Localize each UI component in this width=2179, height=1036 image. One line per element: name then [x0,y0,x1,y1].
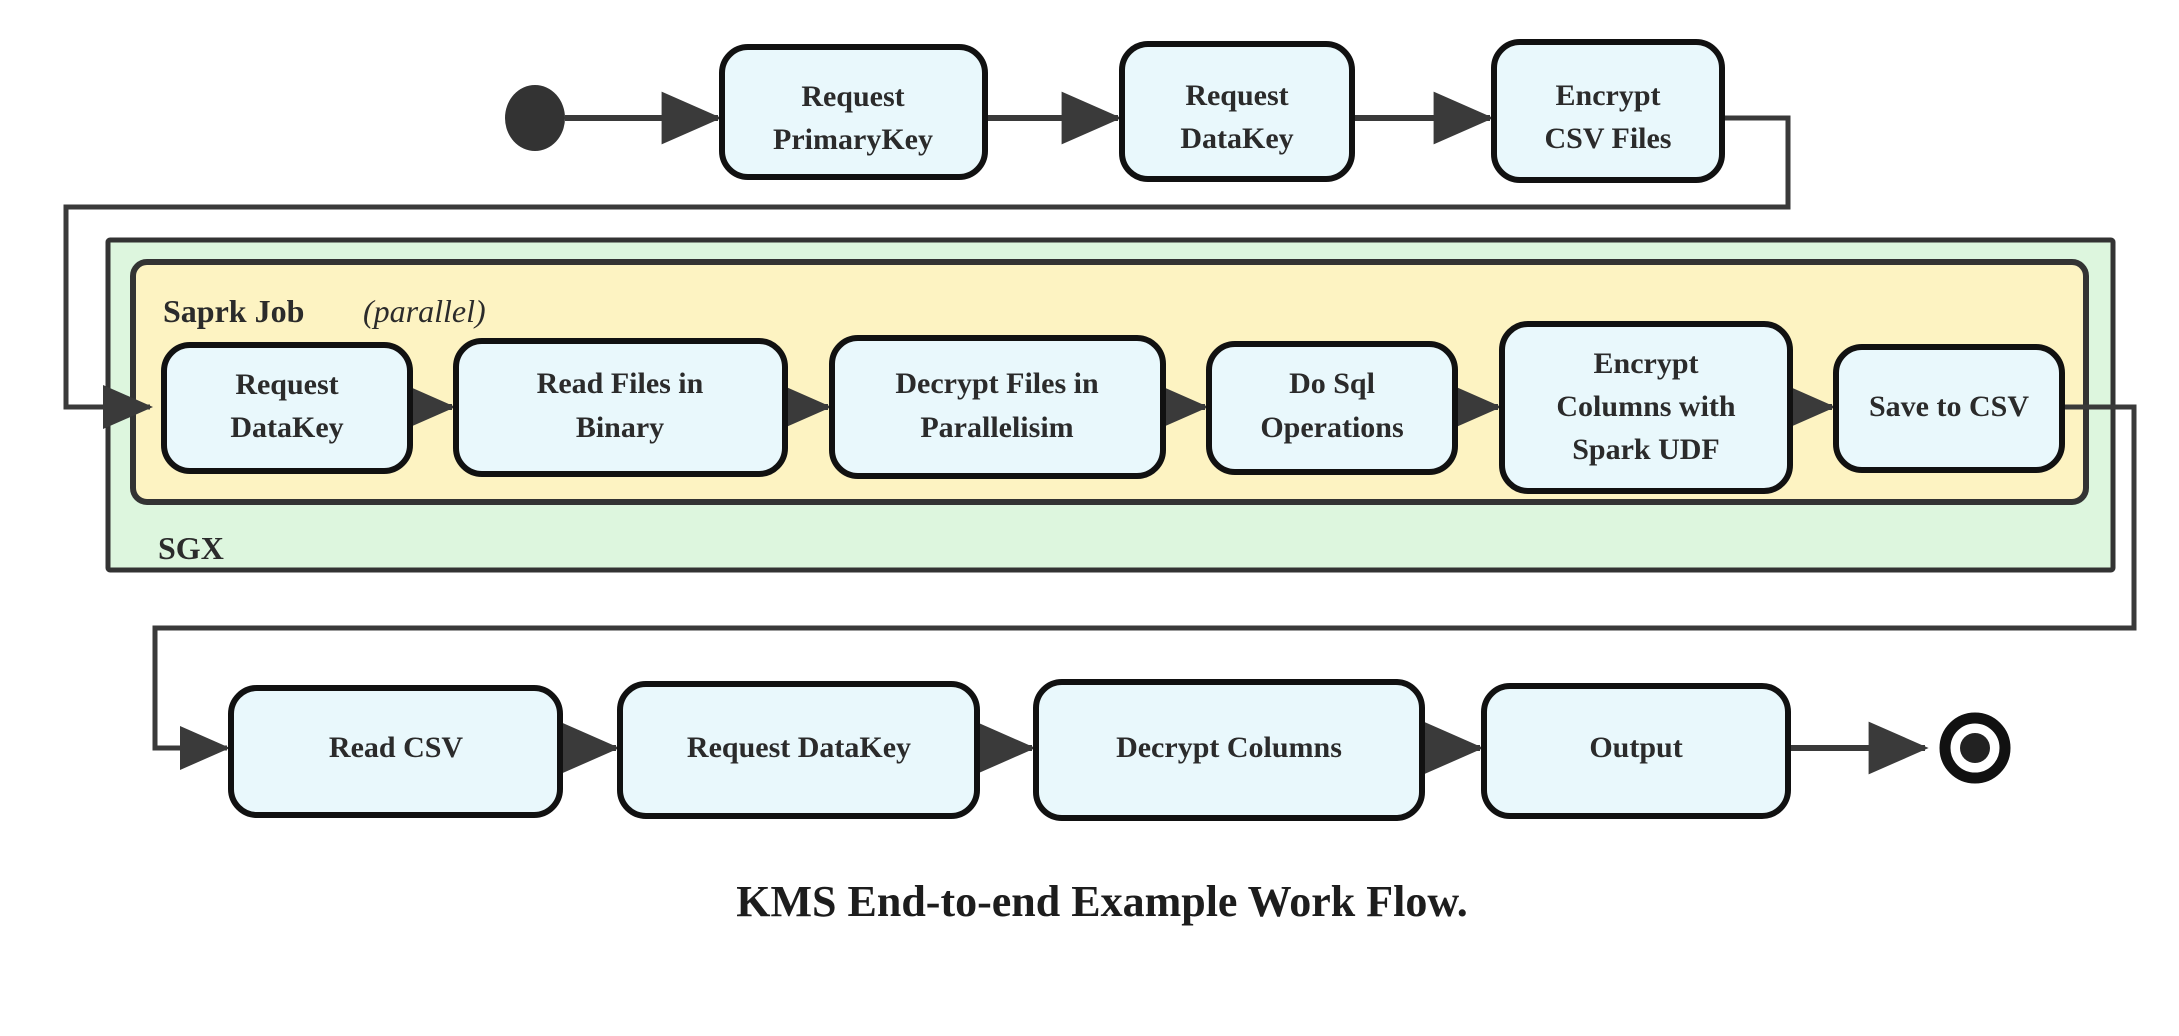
node-label-line1: Output [1589,731,1682,764]
node-read-files-in-binary[interactable]: Read Files in Binary [453,338,788,477]
node-label-line1: Decrypt Files in [895,367,1099,400]
node-label-line1: Do Sql [1289,367,1375,400]
node-label-line2: PrimaryKey [773,123,933,156]
node-label-line2: DataKey [1180,122,1293,155]
node-label-line1: Request [801,80,904,113]
node-label-line1: Request [1185,79,1288,112]
node-label-line1: Request DataKey [687,731,911,764]
node-request-datakey-spark[interactable]: Request DataKey [161,342,413,474]
group-spark-modifier: (parallel) [363,293,486,329]
node-label-line1: Save to CSV [1869,390,2029,423]
node-label-line2: Operations [1260,411,1403,444]
edge-savetocsv-to-readcsv [152,404,2137,770]
node-read-csv[interactable]: Read CSV [228,685,563,818]
start-node [505,85,565,151]
node-label-line1: Read CSV [329,731,464,764]
node-request-primarykey[interactable]: Request PrimaryKey [719,44,988,180]
node-save-to-csv[interactable]: Save to CSV [1833,344,2065,473]
group-spark-label: Saprk Job [163,293,304,329]
node-label-line2: Parallelisim [920,411,1073,444]
node-label-line2: Columns with [1556,390,1736,423]
node-label-line2: CSV Files [1545,122,1672,155]
node-label-line2: DataKey [230,411,343,444]
node-label-line1: Encrypt [1556,79,1661,112]
node-label-line1: Decrypt Columns [1116,731,1342,764]
node-output[interactable]: Output [1481,683,1791,819]
end-node [1939,712,2011,784]
node-label-line3: Spark UDF [1572,433,1720,466]
diagram-caption: KMS End-to-end Example Work Flow. [736,877,1467,926]
node-decrypt-files-in-parallelisim[interactable]: Decrypt Files in Parallelisim [829,335,1166,479]
node-decrypt-columns[interactable]: Decrypt Columns [1033,679,1425,821]
node-label-line1: Read Files in [537,367,704,400]
node-label-line2: Binary [576,411,664,444]
group-sgx-label: SGX [158,530,224,566]
node-request-datakey-bottom[interactable]: Request DataKey [617,681,980,819]
node-do-sql-operations[interactable]: Do Sql Operations [1206,341,1458,475]
node-encrypt-columns-with-spark-udf[interactable]: Encrypt Columns with Spark UDF [1499,321,1793,494]
node-label-line1: Encrypt [1594,347,1699,380]
node-label-line1: Request [235,368,338,401]
node-request-datakey-top[interactable]: Request DataKey [1119,41,1355,182]
edge-encryptcsv-to-spark-datakey [63,115,1791,429]
node-encrypt-csv-files[interactable]: Encrypt CSV Files [1491,39,1725,183]
